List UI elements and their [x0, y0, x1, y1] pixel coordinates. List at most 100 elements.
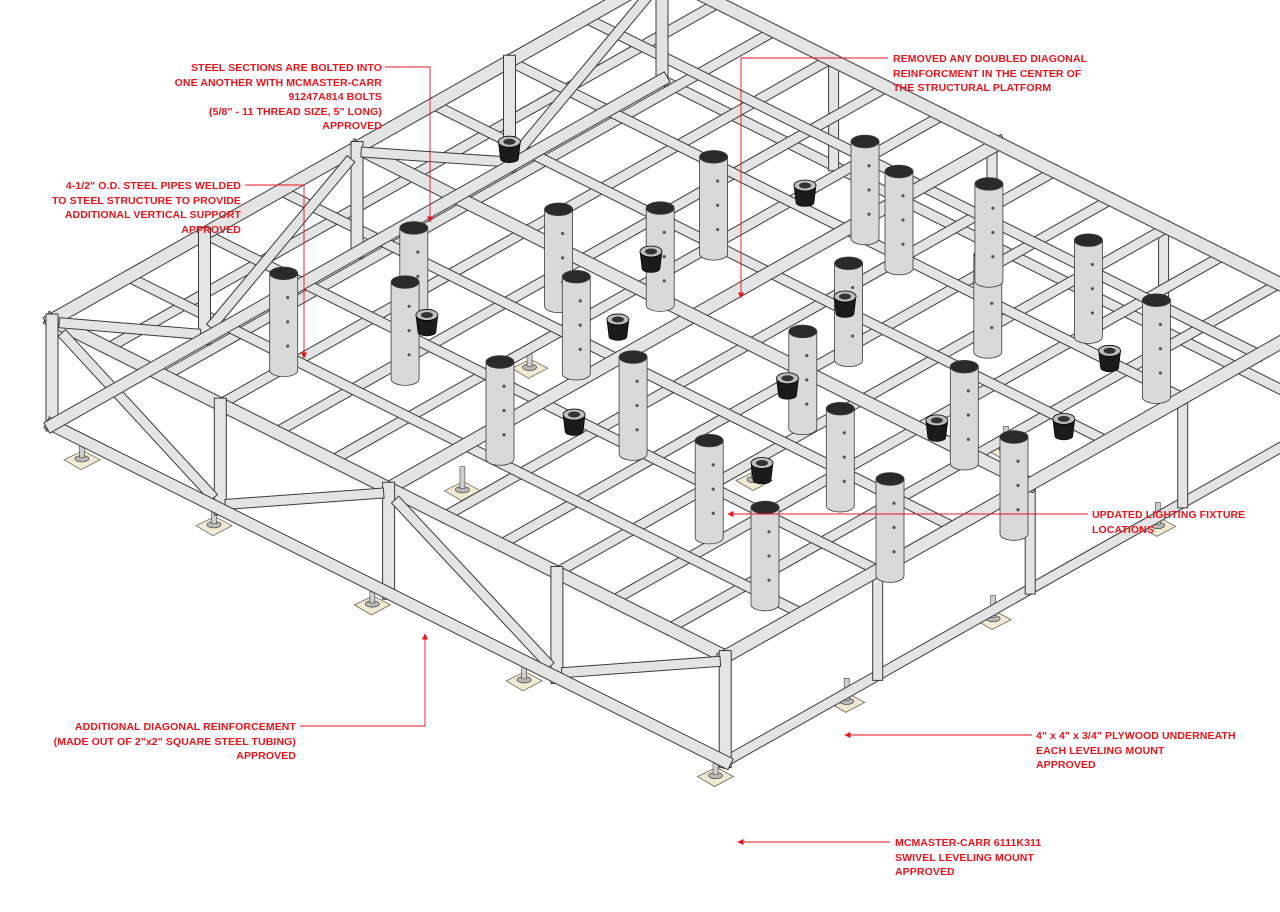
bolt-hole [561, 231, 565, 236]
fixture-lens [420, 311, 433, 318]
bolts-line-5: APPROVED [322, 120, 382, 132]
bolts-line-2: ONE ANOTHER WITH MCMASTER-CARR [174, 76, 382, 89]
pipe-body [485, 361, 515, 466]
fixture-lens [645, 248, 657, 255]
diagonal-left [510, 0, 652, 159]
bolt-hole [851, 334, 855, 338]
bolt-hole [416, 274, 420, 278]
bolt-hole [286, 344, 290, 348]
bolt-hole [502, 408, 506, 413]
fixture-can [925, 420, 949, 442]
pipe-body [788, 331, 818, 436]
bolt-hole [1158, 371, 1162, 375]
lighting-fixture [639, 245, 663, 273]
callout-leaders [245, 57, 1088, 846]
diagonal-front [224, 487, 385, 510]
pipe-body [694, 440, 724, 545]
diagonal-left-face [512, 0, 651, 158]
mount-line-2: SWIVEL LEVELING MOUNT [895, 851, 1034, 864]
pipe-body [884, 171, 914, 276]
lighting-fixture [925, 414, 949, 442]
fixture-lens [568, 411, 581, 418]
bolt-hole [1016, 459, 1020, 463]
diagonal-front [390, 495, 555, 671]
lighting-fixture [776, 372, 799, 400]
fixture-can [1098, 350, 1121, 373]
bolt-hole [662, 279, 666, 283]
fixture-can [750, 462, 774, 485]
pipes-line-1: 4-1/2" O.D. STEEL PIPES WELDED [65, 180, 241, 192]
diagonal-front-face [561, 656, 721, 678]
bolt-hole [407, 328, 411, 333]
fixture-lens [756, 460, 768, 466]
diagonal-left-face [361, 147, 506, 167]
pipe-opening [750, 500, 780, 515]
section-seam [347, 138, 1040, 494]
diagonal-left-face [59, 318, 201, 339]
lighting-fixture [606, 313, 630, 341]
diagonal-added-line-2: (MADE OUT OF 2"x2" SQUARE STEEL TUBING) [53, 735, 296, 748]
top-rail-right [715, 334, 1280, 667]
top-rail-right-face [717, 335, 1280, 665]
section-seam-face [348, 139, 1039, 493]
bolt-hole [1158, 347, 1162, 351]
pipe-body [699, 156, 728, 261]
fixture-lens [781, 375, 794, 382]
pipe-opening [390, 275, 420, 289]
lighting-fixture [497, 135, 521, 163]
bolts-leader [385, 66, 434, 223]
pipe-body [949, 366, 979, 471]
pipe-body [999, 436, 1029, 541]
steel-pipe [1142, 293, 1171, 404]
bottom-rail-front-face [43, 416, 734, 771]
pipe-body [390, 281, 420, 386]
bolt-hole [966, 437, 970, 441]
steel-pipe [999, 430, 1029, 541]
pipe-opening [1142, 293, 1171, 307]
bolt-hole [805, 378, 809, 382]
bolt-hole [502, 384, 506, 388]
bolt-hole [578, 323, 582, 327]
lighting-line-1: UPDATED LIGHTING FIXTURE [1092, 509, 1246, 521]
bolt-hole [716, 227, 720, 232]
bolts-line-1: STEEL SECTIONS ARE BOLTED INTO [190, 62, 382, 74]
diagonal-removed-line-2: REINFORCMENT IN THE CENTER OF [893, 67, 1082, 80]
leveling-mount [510, 343, 549, 379]
steel-pipe [750, 500, 780, 612]
bolt-hole [901, 218, 905, 222]
bottom-rail-left-face-face [44, 72, 670, 433]
pipe-body [974, 183, 1004, 288]
bolt-hole [805, 354, 809, 358]
steel-pipe [485, 355, 515, 466]
fixture-lens [1057, 415, 1070, 422]
bolt-hole [991, 255, 995, 259]
steel-pipe [699, 150, 728, 261]
bolt-hole [901, 242, 905, 246]
bolt-hole [407, 304, 411, 308]
steel-pipe [949, 359, 979, 471]
steel-pipe [390, 275, 420, 386]
steel-pipe [788, 324, 818, 436]
fixture-can [415, 314, 439, 337]
diagonal-left [360, 146, 507, 168]
lighting-fixture [1098, 344, 1121, 373]
pipe-opening [699, 150, 728, 164]
bolt-hole [867, 212, 871, 216]
pipe-opening [974, 177, 1004, 191]
bolt-hole [991, 230, 995, 235]
pipes-leader [245, 184, 308, 359]
bolt-hole [407, 353, 411, 357]
diagonal-left [205, 154, 356, 332]
lighting-fixtures [415, 135, 1121, 485]
pipe-body [825, 408, 855, 513]
bolt-hole [892, 501, 896, 505]
fixture-lens [799, 182, 811, 189]
steel-pipe [875, 472, 905, 583]
bolt-hole [1016, 508, 1020, 512]
lighting-fixture [415, 309, 439, 337]
diagonal-added-line-1: ADDITIONAL DIAGONAL REINFORCEMENT [74, 721, 296, 733]
bolt-hole [716, 203, 720, 207]
fixture-can [606, 319, 630, 341]
bolt-hole [711, 511, 715, 515]
bolt-hole [711, 487, 715, 491]
